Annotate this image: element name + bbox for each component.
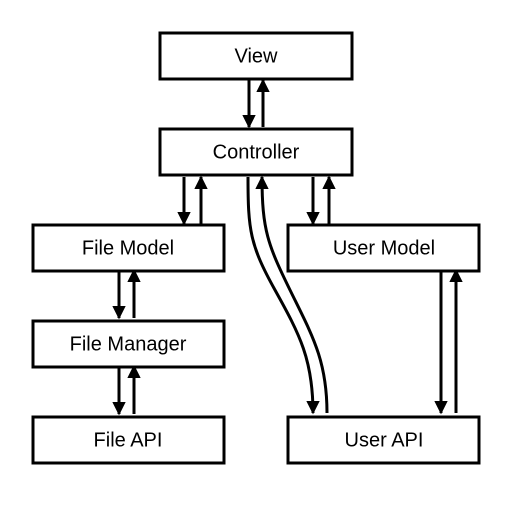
node-user-api: User API xyxy=(286,415,481,465)
edges xyxy=(112,78,463,416)
node-view-box xyxy=(158,31,354,81)
node-file-manager-label: File Manager xyxy=(70,333,187,355)
node-file-api-label: File API xyxy=(94,429,163,451)
edge-controller-to-user-api xyxy=(246,176,320,415)
node-user-model: User Model xyxy=(286,223,481,273)
edge-user-api-to-controller xyxy=(255,175,329,414)
node-file-api: File API xyxy=(31,415,226,465)
node-file-api-box xyxy=(31,415,226,465)
node-controller: Controller xyxy=(158,127,354,177)
node-file-model-label: File Model xyxy=(82,237,174,259)
node-view: View xyxy=(158,31,354,81)
node-file-model-box xyxy=(31,223,226,273)
node-view-label: View xyxy=(235,45,279,67)
edge-controller-user-api-curves xyxy=(246,175,329,415)
node-file-model: File Model xyxy=(31,223,226,273)
node-user-model-label: User Model xyxy=(333,237,435,259)
node-file-manager-box xyxy=(31,319,226,369)
node-controller-label: Controller xyxy=(213,141,300,163)
node-user-api-label: User API xyxy=(345,429,424,451)
node-controller-box xyxy=(158,127,354,177)
node-user-api-box xyxy=(286,415,481,465)
node-file-manager: File Manager xyxy=(31,319,226,369)
node-user-model-box xyxy=(286,223,481,273)
